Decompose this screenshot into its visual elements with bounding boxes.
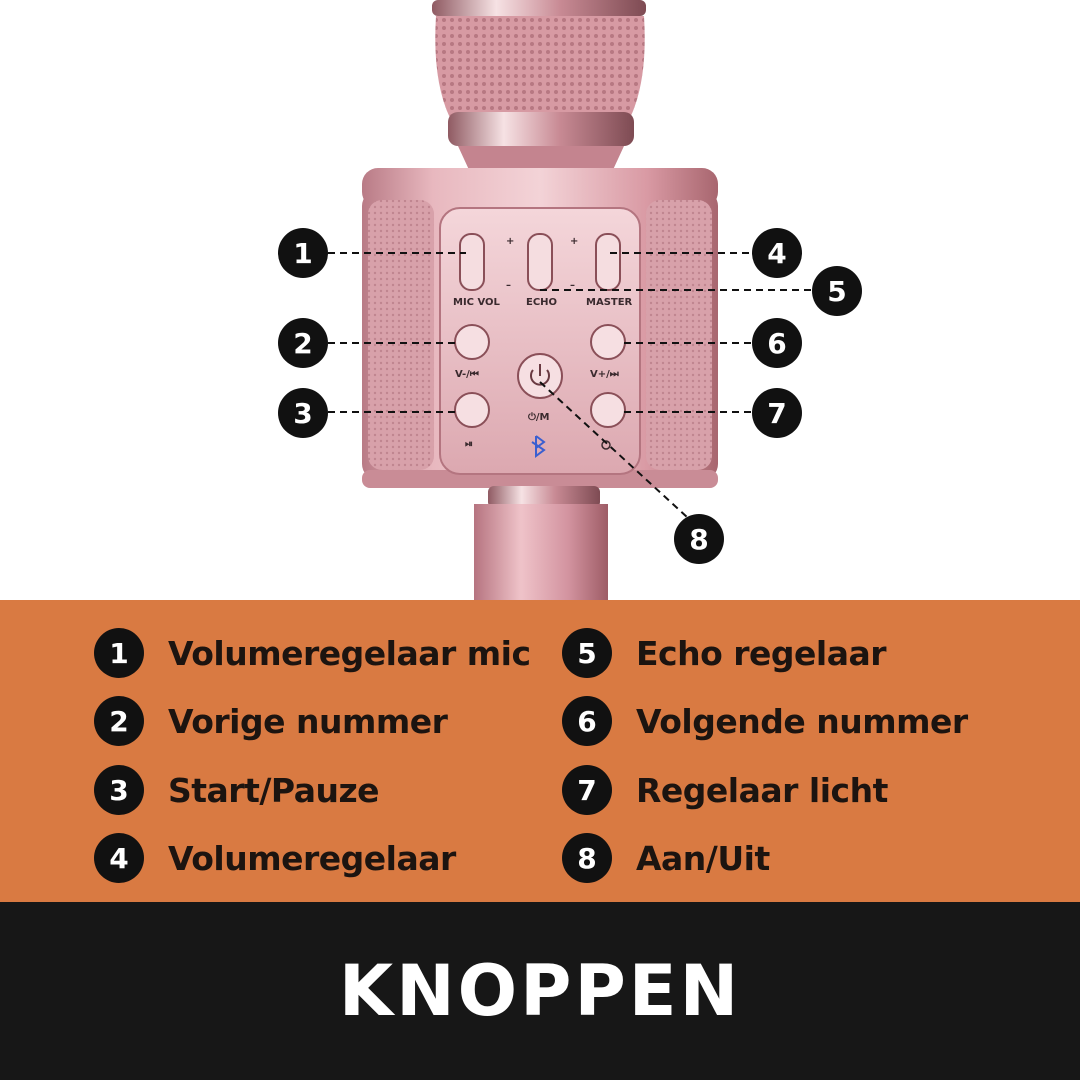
body-bottom-rim xyxy=(362,470,718,488)
callout-2: 2 xyxy=(278,318,328,368)
legend-label: Volumeregelaar xyxy=(168,838,456,878)
callout-4: 4 xyxy=(752,228,802,278)
callout-1: 1 xyxy=(278,228,328,278)
play-pause-label: ⏯ xyxy=(465,439,473,450)
legend-item-4: 4 Volumeregelaar xyxy=(94,833,456,883)
legend-label: Echo regelaar xyxy=(636,633,887,673)
side-grille-left xyxy=(368,200,434,470)
light-button xyxy=(590,392,626,428)
footer-title: KNOPPEN xyxy=(338,950,742,1032)
legend-number: 6 xyxy=(562,696,612,746)
leader-lines xyxy=(328,252,812,519)
bluetooth-icon xyxy=(531,435,546,458)
play-pause-button xyxy=(454,392,490,428)
mic-vol-label: MIC VOL xyxy=(453,297,501,308)
legend-number: 1 xyxy=(94,628,144,678)
legend-number: 3 xyxy=(94,765,144,815)
light-icon xyxy=(601,440,611,450)
legend-number: 5 xyxy=(562,628,612,678)
legend-item-2: 2 Vorige nummer xyxy=(94,696,448,746)
footer-banner: KNOPPEN xyxy=(0,902,1080,1080)
legend-item-7: 7 Regelaar licht xyxy=(562,765,888,815)
handle-collar xyxy=(488,486,600,508)
master-slider xyxy=(595,233,621,291)
echo-slider xyxy=(527,233,553,291)
power-icon xyxy=(530,369,550,386)
echo-plus: + xyxy=(570,236,578,247)
callout-8: 8 xyxy=(674,514,724,564)
legend-number: 4 xyxy=(94,833,144,883)
legend-label: Aan/Uit xyxy=(636,838,770,878)
echo-minus: – xyxy=(570,280,575,291)
mic-vol-slider xyxy=(459,233,485,291)
legend-label: Volumeregelaar mic xyxy=(168,633,531,673)
master-label: MASTER xyxy=(586,297,633,308)
microphone-diagram: + – + – MIC VOL ECHO MASTER V-/⏮ V+/⏭ ⏻/… xyxy=(278,0,862,600)
power-label: ⏻/M xyxy=(528,411,550,423)
legend-label: Start/Pauze xyxy=(168,770,380,810)
mic-neck xyxy=(458,146,624,172)
legend-number: 8 xyxy=(562,833,612,883)
prev-label: V-/⏮ xyxy=(455,369,479,380)
callout-6: 6 xyxy=(752,318,802,368)
mic-grille-head xyxy=(435,16,645,118)
legend-item-3: 3 Start/Pauze xyxy=(94,765,380,815)
legend-label: Regelaar licht xyxy=(636,770,888,810)
next-button xyxy=(590,324,626,360)
side-grille-right xyxy=(646,200,712,470)
legend-item-8: 8 Aan/Uit xyxy=(562,833,770,883)
legend-item-1: 1 Volumeregelaar mic xyxy=(94,628,531,678)
microphone-handle xyxy=(474,504,608,600)
legend-label: Volgende nummer xyxy=(636,701,968,741)
prev-button xyxy=(454,324,490,360)
mic-head-ring xyxy=(432,0,646,16)
callout-5: 5 xyxy=(812,266,862,316)
callout-3: 3 xyxy=(278,388,328,438)
legend-label: Vorige nummer xyxy=(168,701,448,741)
legend-item-5: 5 Echo regelaar xyxy=(562,628,887,678)
mic-vol-minus: – xyxy=(506,280,511,291)
control-panel xyxy=(439,207,641,475)
microphone-illustration: + – + – MIC VOL ECHO MASTER V-/⏮ V+/⏭ ⏻/… xyxy=(328,0,812,600)
echo-label: ECHO xyxy=(526,297,557,308)
next-label: V+/⏭ xyxy=(590,369,619,380)
legend-number: 7 xyxy=(562,765,612,815)
legend-item-6: 6 Volgende nummer xyxy=(562,696,968,746)
legend-panel: 1 Volumeregelaar mic 2 Vorige nummer 3 S… xyxy=(0,600,1080,902)
mic-neck-ring xyxy=(448,112,634,146)
mic-vol-plus: + xyxy=(506,236,514,247)
legend-number: 2 xyxy=(94,696,144,746)
callout-7: 7 xyxy=(752,388,802,438)
